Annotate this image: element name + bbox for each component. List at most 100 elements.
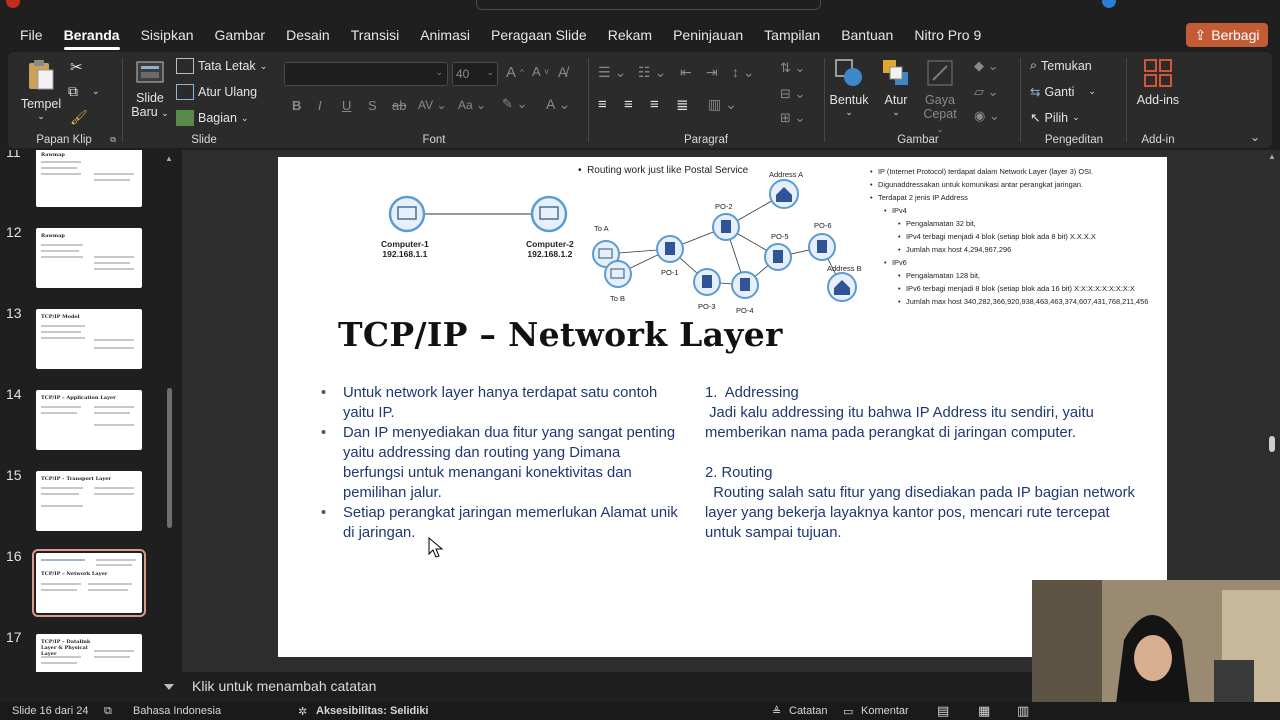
cut-icon[interactable]: ✂ — [70, 59, 83, 76]
increase-font-icon[interactable]: A^ — [506, 64, 524, 81]
left-text-box[interactable]: Untuk network layer hanya terdapat satu … — [318, 383, 678, 543]
slide-scrollbar[interactable]: ▲ — [1266, 150, 1278, 670]
slide-title[interactable]: TCP/IP – Network Layer — [338, 315, 783, 354]
shadow-icon[interactable]: S — [368, 98, 377, 113]
char-spacing-icon[interactable]: AV ⌄ — [418, 98, 447, 112]
increase-indent-icon[interactable]: ⇥ — [706, 64, 718, 80]
change-case-icon[interactable]: Aa ⌄ — [458, 98, 487, 112]
decrease-indent-icon[interactable]: ⇤ — [680, 64, 692, 80]
comment-icon: ▭ — [843, 706, 854, 718]
section-button[interactable]: Bagian⌄ — [176, 110, 248, 126]
text-direction-icon[interactable]: ⇅ ⌄ — [780, 60, 806, 75]
copy-icon[interactable]: ⧉ ⌄ — [68, 83, 100, 99]
line-spacing-icon[interactable]: ↕ ⌄ — [732, 64, 755, 80]
language-status[interactable]: Bahasa Indonesia — [133, 705, 222, 717]
accessibility-status[interactable]: Aksesibilitas: Selidiki — [316, 705, 429, 717]
highlight-icon[interactable]: ✎ ⌄ — [502, 96, 528, 111]
reading-view-icon[interactable]: ▥ — [1017, 703, 1030, 718]
comments-button[interactable]: Komentar — [861, 705, 909, 717]
slide-thumbnail[interactable]: TCP/IP Model — [36, 309, 142, 369]
slide-thumbnail[interactable]: TCP/IP – Application Layer — [36, 390, 142, 450]
tab-view[interactable]: Tampilan — [764, 27, 821, 43]
slide-thumbnail[interactable]: Rawmap — [36, 228, 142, 288]
tab-animations[interactable]: Animasi — [420, 27, 470, 43]
collapse-ribbon-icon[interactable]: ⌄ — [1249, 130, 1260, 144]
italic-icon[interactable]: I — [318, 98, 322, 113]
bold-icon[interactable]: B — [292, 98, 302, 113]
tab-review[interactable]: Peninjauan — [673, 27, 744, 43]
addins-button[interactable]: Add-ins — [1132, 58, 1184, 107]
search-box[interactable] — [476, 0, 821, 10]
share-button[interactable]: ⇪ Berbagi — [1186, 23, 1268, 47]
new-slide-button[interactable]: Slide Baru ⌄ — [128, 58, 172, 119]
align-right-icon[interactable]: ≡ — [650, 96, 659, 113]
paste-button[interactable]: Tempel ⌄ — [18, 58, 64, 122]
tab-home[interactable]: Beranda — [63, 27, 120, 50]
align-left-icon[interactable]: ≡ — [598, 96, 607, 113]
scroll-up-icon[interactable]: ▲ — [165, 154, 173, 163]
quick-styles-button[interactable]: Gaya Cepat ⌄ — [920, 58, 960, 135]
scroll-up-icon[interactable]: ▲ — [1268, 152, 1276, 161]
shapes-button[interactable]: Bentuk ⌄ — [828, 58, 870, 118]
underline-icon[interactable]: U — [342, 98, 352, 113]
smartart-icon[interactable]: ⊞ ⌄ — [780, 110, 806, 125]
slide-thumbnail[interactable]: TCP/IP – Datalink Layer & Physical Layer — [36, 634, 142, 672]
numbering-icon[interactable]: ☷ ⌄ — [638, 64, 667, 80]
columns-icon[interactable]: ▥ ⌄ — [708, 96, 737, 112]
tab-file[interactable]: File — [20, 27, 43, 43]
format-painter-icon[interactable]: 🖌 — [70, 109, 88, 125]
shape-fill-icon[interactable]: ◆ ⌄ — [974, 58, 999, 73]
po5-label: PO-5 — [771, 232, 789, 241]
tab-nitro[interactable]: Nitro Pro 9 — [914, 27, 982, 43]
font-size-input[interactable]: 40⌄ — [452, 62, 498, 86]
tab-slideshow[interactable]: Peragaan Slide — [490, 27, 587, 43]
tab-insert[interactable]: Sisipkan — [140, 27, 194, 43]
dialog-launcher-icon[interactable]: ⧉ — [110, 135, 116, 144]
po6-label: PO-6 — [814, 221, 832, 230]
find-button[interactable]: ⌕Temukan — [1030, 58, 1092, 73]
notes-toggle-icon[interactable] — [164, 684, 174, 690]
align-text-icon[interactable]: ⊟ ⌄ — [780, 86, 806, 101]
record-icon[interactable] — [6, 0, 20, 8]
notes-button[interactable]: Catatan — [789, 705, 828, 717]
tab-design[interactable]: Desain — [286, 27, 330, 43]
shape-outline-icon[interactable]: ▱ ⌄ — [974, 84, 999, 99]
justify-icon[interactable]: ≣ — [676, 97, 689, 114]
select-button[interactable]: ↖Pilih⌄ — [1030, 110, 1080, 126]
tab-help[interactable]: Bantuan — [841, 27, 894, 43]
slide-thumbnail[interactable]: TCP/IP – Transport Layer — [36, 471, 142, 531]
scrollbar-thumb[interactable] — [167, 388, 172, 528]
chevron-down-icon: ⌄ — [37, 111, 45, 121]
thumbnail-scrollbar[interactable]: ▲ — [165, 154, 173, 678]
account-avatar[interactable] — [1102, 0, 1116, 8]
font-name-input[interactable]: ⌄ — [284, 62, 448, 86]
bullets-icon[interactable]: ☰ ⌄ — [598, 64, 627, 80]
spellcheck-icon[interactable]: ⧉ — [104, 705, 112, 717]
replace-button[interactable]: ⇆Ganti⌄ — [1030, 84, 1096, 100]
slide-sorter-icon[interactable]: ▦ — [978, 703, 991, 718]
diagram-title: • Routing work just like Postal Service — [578, 165, 749, 176]
normal-view-icon[interactable]: ▤ — [937, 703, 950, 718]
paste-icon — [29, 60, 54, 90]
tab-transitions[interactable]: Transisi — [350, 27, 400, 43]
current-slide[interactable]: • Routing work just like Postal Service … — [278, 157, 1167, 657]
tab-draw[interactable]: Gambar — [214, 27, 266, 43]
tab-record[interactable]: Rekam — [607, 27, 653, 43]
slide-thumbnail-selected[interactable]: TCP/IP – Network Layer — [32, 549, 146, 617]
shape-effects-icon[interactable]: ◉ ⌄ — [974, 108, 1000, 123]
notes-pane[interactable]: Klik untuk menambah catatan — [182, 672, 1032, 700]
clear-format-icon[interactable]: A̸ — [558, 64, 568, 80]
arrange-button[interactable]: Atur ⌄ — [876, 58, 916, 118]
layout-button[interactable]: Tata Letak⌄ — [176, 58, 267, 74]
font-color-icon[interactable]: A ⌄ — [546, 96, 571, 112]
scrollbar-thumb[interactable] — [1269, 436, 1275, 452]
slide-thumbnail[interactable]: Rawmap — [36, 150, 142, 207]
po1-label: PO-1 — [661, 268, 679, 277]
strikethrough-icon[interactable]: ab — [392, 98, 407, 113]
align-center-icon[interactable]: ≡ — [624, 96, 633, 113]
notes-icon: ≜ — [772, 706, 782, 718]
reset-button[interactable]: Atur Ulang — [176, 84, 257, 100]
right-text-box[interactable]: 1. Addressing Jadi kalu addressing itu b… — [705, 383, 1145, 543]
